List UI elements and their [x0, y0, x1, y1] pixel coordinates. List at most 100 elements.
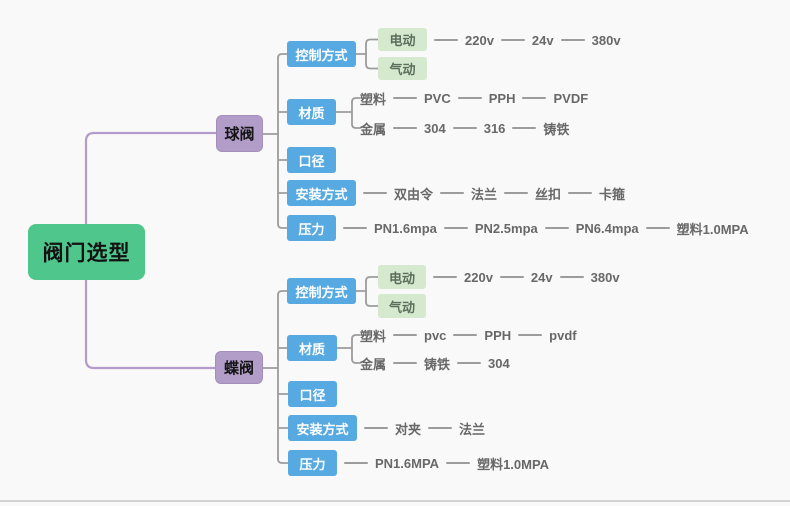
- leaf-node-pressure[interactable]: PN2.5mpa: [474, 220, 538, 236]
- connector-line: [393, 97, 418, 99]
- leaf-node-material[interactable]: PVDF: [553, 90, 589, 106]
- connector-fly-bracket: [277, 458, 289, 464]
- row-ball-plastic: 塑料 PVC PPH PVDF: [360, 88, 588, 108]
- branch-node-ball-valve[interactable]: 球阀: [216, 115, 263, 152]
- leaf-node-install[interactable]: 法兰: [459, 421, 486, 437]
- category-node-ball-diameter[interactable]: 口径: [287, 147, 336, 173]
- row-fly-voltages: 220v 24v 380v: [426, 267, 620, 287]
- leaf-node-pressure[interactable]: PN1.6MPA: [375, 455, 440, 471]
- leaf-node-material[interactable]: PVC: [424, 90, 451, 106]
- category-node-fly-control[interactable]: 控制方式: [287, 278, 356, 304]
- connector-ball-bracket: [277, 223, 288, 229]
- connector-line: [544, 227, 569, 229]
- connector-line: [500, 39, 525, 41]
- row-ball-voltages: 220v 24v 380v: [427, 30, 621, 50]
- leaf-node-material[interactable]: pvdf: [549, 327, 577, 343]
- leaf-node-install[interactable]: 法兰: [471, 186, 498, 202]
- connector-ball-material: [351, 97, 361, 103]
- leaf-node-fly-pneumatic[interactable]: 气动: [378, 294, 426, 318]
- leaf-node-voltage[interactable]: 380v: [590, 269, 620, 285]
- leaf-node-material[interactable]: PPH: [488, 90, 516, 106]
- leaf-node-voltage[interactable]: 380v: [591, 32, 621, 48]
- leaf-node-pressure[interactable]: PN6.4mpa: [575, 220, 639, 236]
- category-node-ball-install[interactable]: 安装方式: [287, 180, 356, 206]
- connector-ball-bracket: [277, 53, 288, 59]
- leaf-node-install[interactable]: 卡箍: [599, 186, 626, 202]
- canvas-bottom-edge: [0, 500, 790, 502]
- category-node-fly-material[interactable]: 材质: [287, 335, 337, 361]
- connector-line: [452, 127, 477, 129]
- connector-line: [363, 192, 387, 194]
- row-fly-install: 对夹 法兰: [357, 418, 485, 438]
- connector-ball-material: [351, 123, 361, 129]
- connector-line: [512, 127, 537, 129]
- connector-line: [457, 362, 482, 364]
- leaf-node-pressure[interactable]: 塑料1.0MPA: [676, 221, 749, 237]
- row-ball-metal: 金属 304 316 铸铁: [360, 118, 569, 138]
- category-node-ball-pressure[interactable]: 压力: [287, 215, 336, 241]
- connector-fly-control: [365, 276, 379, 282]
- category-node-fly-install[interactable]: 安装方式: [288, 415, 357, 441]
- connector-root-to-butterfly-valve: [84, 276, 217, 370]
- row-ball-pressure: PN1.6mpa PN2.5mpa PN6.4mpa 塑料1.0MPA: [336, 218, 749, 238]
- connector-line: [343, 227, 367, 229]
- leaf-node-voltage[interactable]: 220v: [465, 32, 494, 48]
- connector-ball-control: [365, 38, 379, 45]
- leaf-node-metal[interactable]: 金属: [360, 356, 387, 372]
- connector-line: [457, 97, 482, 99]
- connector-fly-control: [365, 301, 379, 307]
- connector-line: [446, 462, 471, 464]
- leaf-node-install[interactable]: 丝扣: [535, 186, 562, 202]
- connector-line: [499, 276, 524, 278]
- connector-line: [393, 362, 418, 364]
- connector-fly-material: [351, 358, 361, 364]
- leaf-node-voltage[interactable]: 24v: [530, 269, 553, 285]
- leaf-node-material[interactable]: 铸铁: [543, 121, 570, 137]
- leaf-node-pressure[interactable]: PN1.6mpa: [374, 220, 437, 236]
- root-node[interactable]: 阀门选型: [28, 224, 145, 280]
- connector-line: [518, 334, 543, 336]
- leaf-node-install[interactable]: 双由令: [394, 186, 434, 202]
- connector-line: [393, 127, 418, 129]
- category-node-fly-diameter[interactable]: 口径: [288, 381, 337, 407]
- leaf-node-material[interactable]: pvc: [424, 327, 447, 343]
- leaf-node-metal[interactable]: 金属: [360, 121, 387, 137]
- connector-line: [393, 334, 418, 336]
- row-fly-metal: 金属 铸铁 304: [360, 353, 510, 373]
- connector-root-to-ball-valve: [84, 131, 218, 228]
- leaf-node-voltage[interactable]: 24v: [531, 32, 554, 48]
- leaf-node-ball-electric[interactable]: 电动: [378, 28, 427, 51]
- category-node-ball-control[interactable]: 控制方式: [287, 41, 356, 67]
- row-fly-plastic: 塑料 pvc PPH pvdf: [360, 325, 577, 345]
- connector-ball-control: [365, 63, 379, 70]
- connector-line: [433, 276, 457, 278]
- leaf-node-fly-electric[interactable]: 电动: [378, 265, 426, 289]
- leaf-node-material[interactable]: 304: [424, 120, 446, 136]
- leaf-node-voltage[interactable]: 220v: [464, 269, 493, 285]
- connector-line: [443, 227, 468, 229]
- leaf-node-material[interactable]: 304: [488, 355, 510, 371]
- category-node-fly-pressure[interactable]: 压力: [288, 450, 337, 476]
- leaf-node-ball-pneumatic[interactable]: 气动: [378, 57, 427, 80]
- leaf-node-material[interactable]: PPH: [484, 327, 512, 343]
- connector-fly-material: [351, 334, 361, 340]
- row-ball-install: 双由令 法兰 丝扣 卡箍: [356, 183, 625, 203]
- leaf-node-material[interactable]: 铸铁: [424, 356, 451, 372]
- leaf-node-install[interactable]: 对夹: [395, 421, 422, 437]
- row-fly-pressure: PN1.6MPA 塑料1.0MPA: [337, 453, 549, 473]
- connector-line: [568, 192, 593, 194]
- connector-line: [434, 39, 458, 41]
- connector-line: [428, 427, 453, 429]
- connector-line: [440, 192, 465, 194]
- connector-line: [344, 462, 368, 464]
- category-node-ball-material[interactable]: 材质: [287, 99, 336, 125]
- leaf-node-material[interactable]: 316: [483, 120, 506, 136]
- leaf-node-plastic[interactable]: 塑料: [360, 328, 387, 344]
- connector-fly-bracket: [277, 290, 288, 296]
- leaf-node-pressure[interactable]: 塑料1.0MPA: [477, 456, 550, 472]
- branch-node-butterfly-valve[interactable]: 蝶阀: [215, 351, 263, 384]
- connector-line: [560, 39, 585, 41]
- leaf-node-plastic[interactable]: 塑料: [360, 91, 387, 107]
